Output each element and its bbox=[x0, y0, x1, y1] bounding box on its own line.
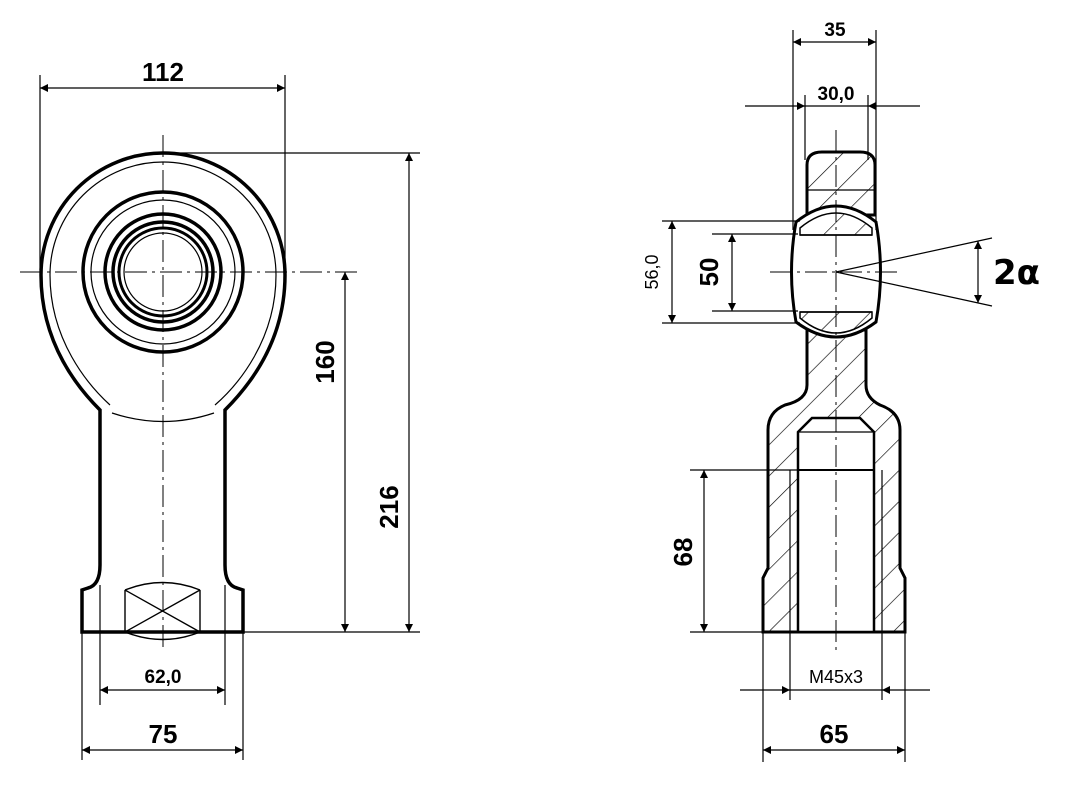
label-65: 65 bbox=[820, 719, 849, 749]
housing-top-section bbox=[805, 150, 877, 217]
rod-end-body-outline bbox=[39, 151, 287, 634]
front-view bbox=[20, 135, 358, 650]
label-angle: 2α bbox=[993, 253, 1040, 293]
label-30: 30,0 bbox=[818, 84, 855, 105]
label-50: 50 bbox=[694, 258, 724, 287]
label-68: 68 bbox=[668, 538, 698, 567]
label-112: 112 bbox=[142, 57, 184, 87]
label-216: 216 bbox=[374, 485, 404, 528]
label-35: 35 bbox=[824, 20, 846, 41]
side-view bbox=[761, 130, 907, 650]
label-62: 62,0 bbox=[145, 667, 182, 688]
ball-shell-top bbox=[799, 212, 873, 236]
label-75: 75 bbox=[149, 719, 178, 749]
side-view-labels: 35 30,0 56,0 50 2α 68 M45x3 65 bbox=[642, 20, 1040, 749]
label-160: 160 bbox=[310, 340, 340, 383]
front-view-dimensions bbox=[39, 75, 420, 760]
front-view-labels: 112 160 216 62,0 75 bbox=[142, 57, 404, 749]
label-thread: M45x3 bbox=[809, 667, 863, 687]
label-56: 56,0 bbox=[642, 254, 662, 289]
side-view-dimensions bbox=[662, 30, 993, 762]
